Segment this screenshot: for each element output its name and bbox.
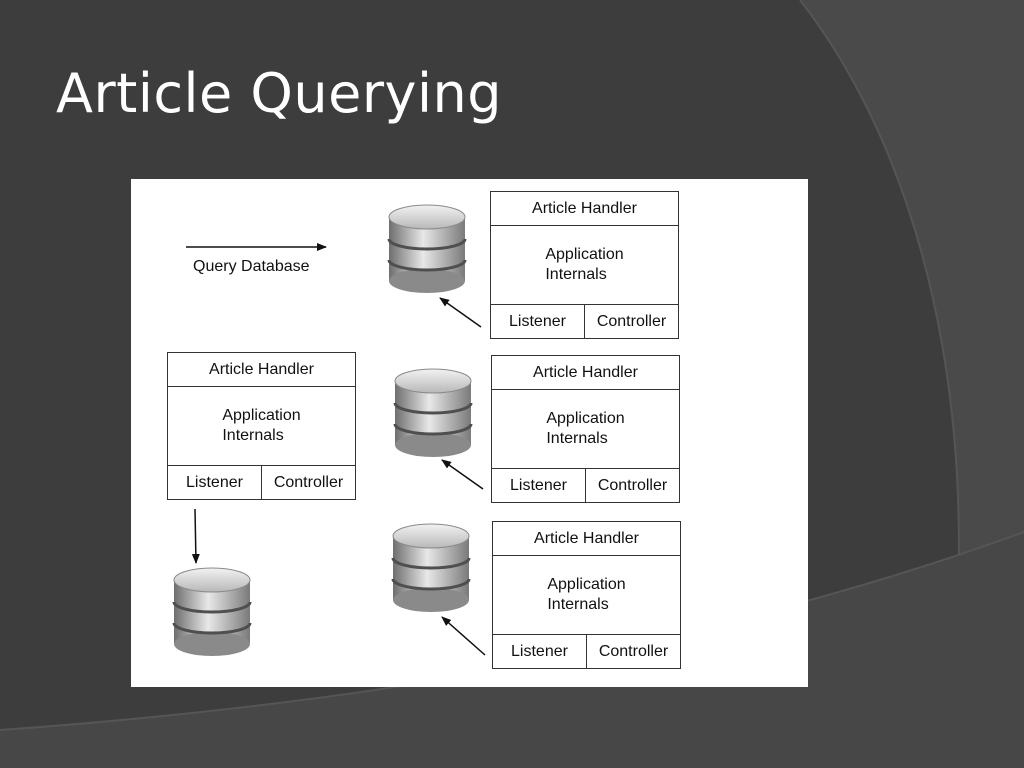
controller-cell: Controller [586,635,680,668]
article-handler-header: Article Handler [492,356,679,390]
internals-line: Internals [545,266,607,283]
application-internals: Application Internals [493,555,680,635]
background-arc-bottom [0,532,1024,768]
handler-footer: Listener Controller [491,304,678,338]
internals-line: Internals [547,596,609,613]
database-icon [172,567,252,656]
internals-line: Application [545,246,624,263]
application-internals: Application Internals [492,389,679,469]
legend-label: Query Database [193,258,310,275]
query-arrow [439,297,482,328]
article-handler-box: Article Handler Application Internals Li… [490,191,679,339]
handler-footer: Listener Controller [493,634,680,668]
query-arrow [191,508,200,564]
internals-line: Application [547,576,626,593]
internals-line: Internals [222,427,284,444]
slide-title: Article Querying [56,62,503,125]
article-handler-box: Article Handler Application Internals Li… [167,352,356,500]
listener-cell: Listener [510,476,567,494]
database-icon [393,368,473,457]
listener-cell: Listener [509,312,566,330]
article-handler-header: Article Handler [491,192,678,226]
query-arrow [441,459,484,490]
controller-cell: Controller [584,305,678,338]
article-handler-box: Article Handler Application Internals Li… [491,355,680,503]
listener-cell: Listener [511,642,568,660]
article-handler-header: Article Handler [493,522,680,556]
database-icon [391,523,471,612]
architecture-diagram: Query Database Article Handler Applicati… [131,179,808,687]
handler-footer: Listener Controller [492,468,679,502]
database-icon [387,204,467,293]
internals-line: Application [546,410,625,427]
listener-cell: Listener [186,473,243,491]
query-arrow [441,616,486,656]
controller-cell: Controller [261,466,355,499]
article-handler-box: Article Handler Application Internals Li… [492,521,681,669]
application-internals: Application Internals [491,225,678,305]
handler-footer: Listener Controller [168,465,355,499]
article-handler-header: Article Handler [168,353,355,387]
diagram-graphics [172,204,486,656]
application-internals: Application Internals [168,386,355,466]
controller-cell: Controller [585,469,679,502]
internals-line: Internals [546,430,608,447]
internals-line: Application [222,407,301,424]
